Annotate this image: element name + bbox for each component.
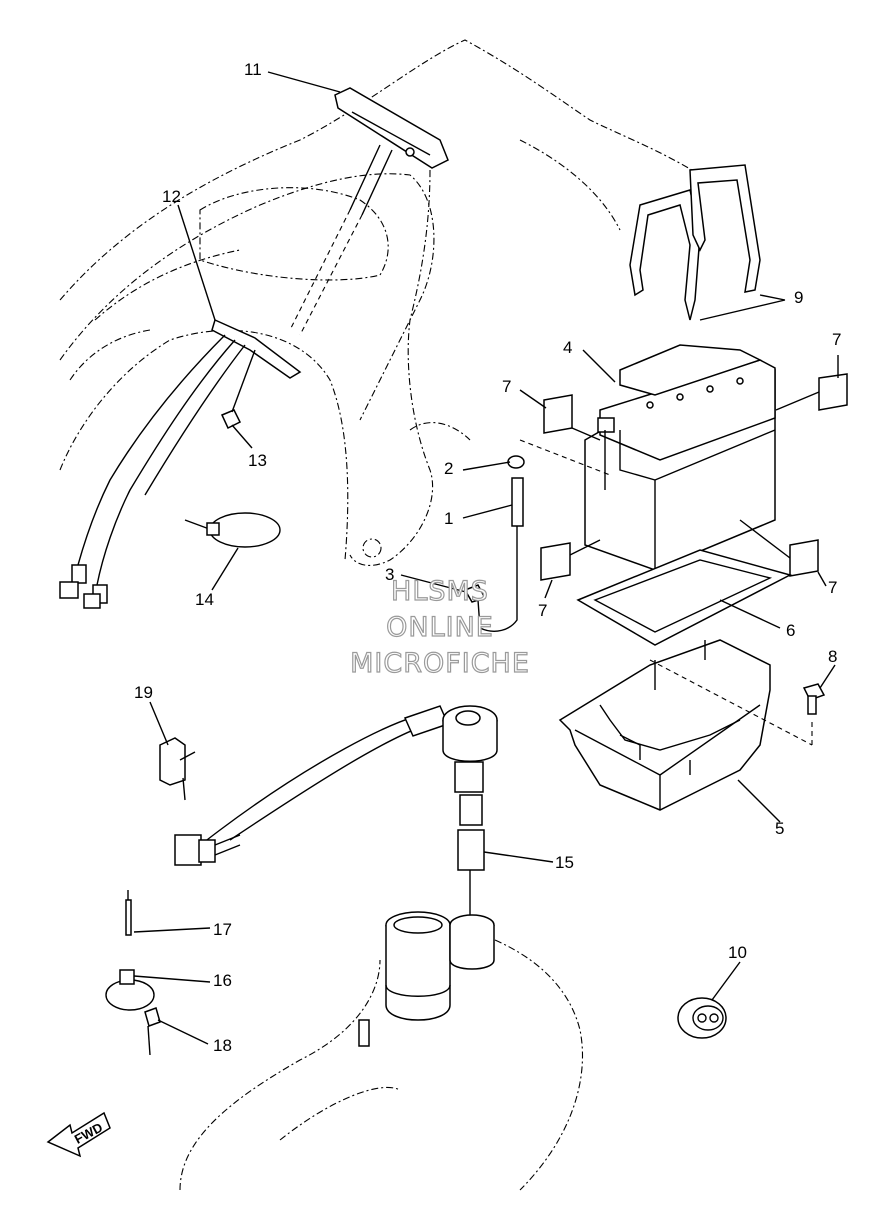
callout-7-d: 7 bbox=[828, 578, 837, 597]
callout-16: 16 bbox=[213, 971, 232, 990]
callout-19: 19 bbox=[134, 683, 153, 702]
callout-7-b: 7 bbox=[832, 330, 841, 349]
callout-9: 9 bbox=[794, 288, 803, 307]
part-9-battery-bands bbox=[629, 164, 786, 321]
fwd-arrow: FWD bbox=[46, 1111, 111, 1158]
part-5-battery-box bbox=[558, 639, 771, 811]
watermark-line-1: HLSMS bbox=[391, 576, 489, 607]
parts-1-2-3-vent bbox=[463, 439, 611, 632]
part-15-fuel-sender bbox=[174, 705, 498, 915]
callout-18: 18 bbox=[213, 1036, 232, 1055]
part-13-clip bbox=[220, 349, 256, 430]
callout-3: 3 bbox=[385, 565, 394, 584]
watermark-line-3: MICROFICHE bbox=[350, 648, 530, 679]
callout-14: 14 bbox=[195, 590, 214, 609]
part-11-seat-hook bbox=[289, 87, 449, 336]
callout-5: 5 bbox=[775, 819, 784, 838]
part-4-battery bbox=[584, 344, 776, 571]
part-12-cable-bracket bbox=[59, 318, 302, 609]
leader-lines bbox=[133, 71, 839, 1045]
callout-12: 12 bbox=[162, 187, 181, 206]
callout-6: 6 bbox=[786, 621, 795, 640]
parts-16-17-18-clamp bbox=[105, 890, 161, 1056]
part-14-cable-tie bbox=[184, 512, 281, 548]
fuel-tank-necks bbox=[358, 911, 495, 1047]
watermark-line-2: ONLINE bbox=[386, 612, 494, 643]
callout-7-c: 7 bbox=[538, 601, 547, 620]
callouts: 11 12 13 14 2 1 3 4 7 7 7 7 9 6 8 5 19 1… bbox=[134, 60, 841, 1055]
callout-10: 10 bbox=[728, 943, 747, 962]
callout-13: 13 bbox=[248, 451, 267, 470]
callout-11: 11 bbox=[244, 60, 262, 79]
hull-outline bbox=[59, 39, 701, 1191]
fwd-arrow-icon bbox=[46, 1111, 111, 1158]
part-8-bolt bbox=[649, 659, 826, 746]
callout-8: 8 bbox=[828, 647, 837, 666]
callout-2: 2 bbox=[444, 459, 453, 478]
callout-15: 15 bbox=[555, 853, 574, 872]
callout-4: 4 bbox=[563, 338, 572, 357]
part-10-grommet bbox=[677, 997, 727, 1039]
part-19-clip bbox=[159, 737, 196, 801]
callout-7-a: 7 bbox=[502, 377, 511, 396]
fwd-label: FWD bbox=[72, 1120, 105, 1147]
part-6-battery-mat bbox=[576, 549, 793, 646]
watermark: HLSMS ONLINE MICROFICHE bbox=[349, 575, 530, 679]
callout-1: 1 bbox=[444, 509, 453, 528]
callout-17: 17 bbox=[213, 920, 232, 939]
